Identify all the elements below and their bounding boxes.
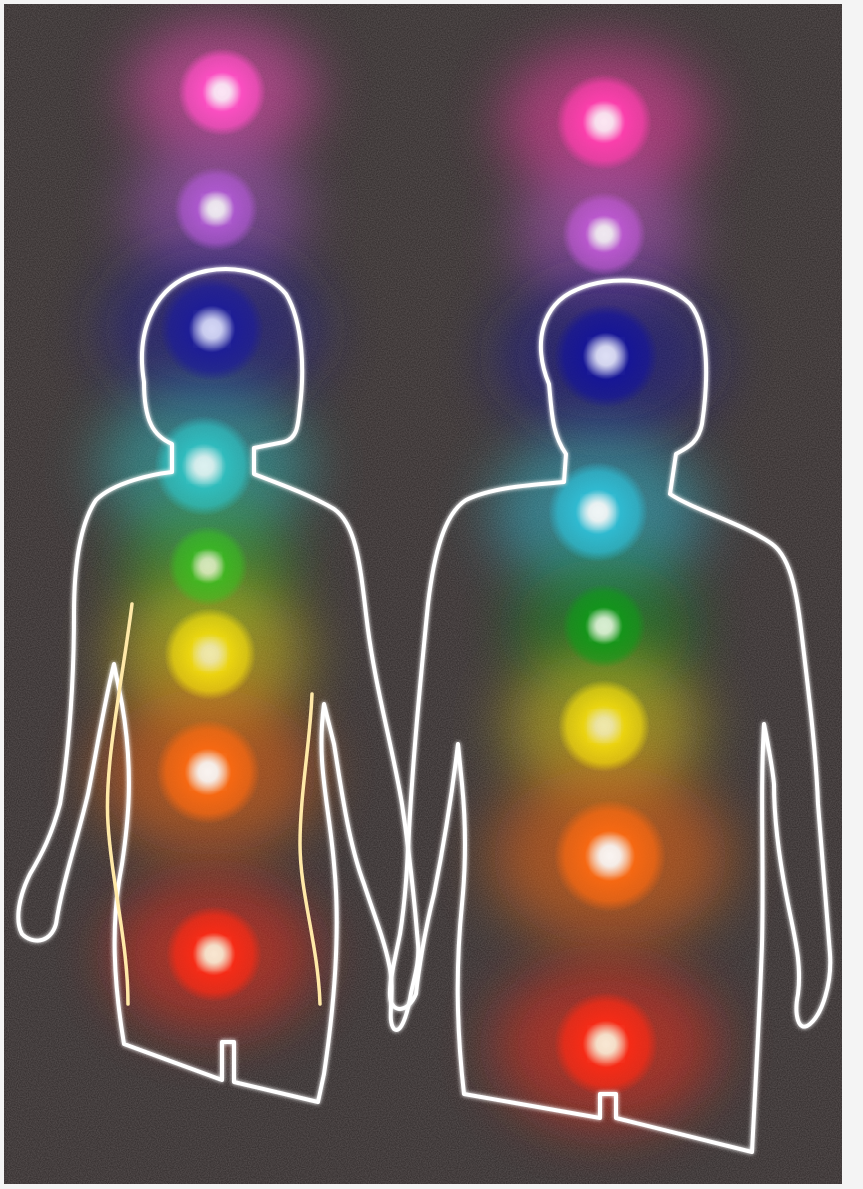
male-silhouette-root-core xyxy=(597,1035,616,1054)
male-silhouette-heart-core xyxy=(596,618,611,633)
male-silhouette-solar-plexus-core xyxy=(596,718,613,735)
female-silhouette-heart-core xyxy=(201,559,215,573)
male-silhouette-sacral-core xyxy=(600,846,620,866)
female-silhouette-third-eye-core xyxy=(203,320,222,339)
female-silhouette-crown-upper-core xyxy=(214,84,230,100)
female-silhouette-crown-core xyxy=(208,201,223,216)
female-silhouette-root-core xyxy=(205,945,222,962)
chakra-illustration xyxy=(4,4,842,1184)
male-silhouette-third-eye-core xyxy=(597,347,616,366)
female-silhouette-solar-plexus-core xyxy=(202,646,219,663)
male-silhouette-throat-core xyxy=(589,503,607,521)
male-silhouette-crown-core xyxy=(596,226,611,241)
background-grain xyxy=(4,4,842,1184)
chakra-artwork xyxy=(4,4,842,1184)
female-silhouette-sacral-core xyxy=(199,763,218,782)
female-silhouette-throat-core xyxy=(195,457,213,475)
male-silhouette-crown-upper-core xyxy=(595,113,612,130)
